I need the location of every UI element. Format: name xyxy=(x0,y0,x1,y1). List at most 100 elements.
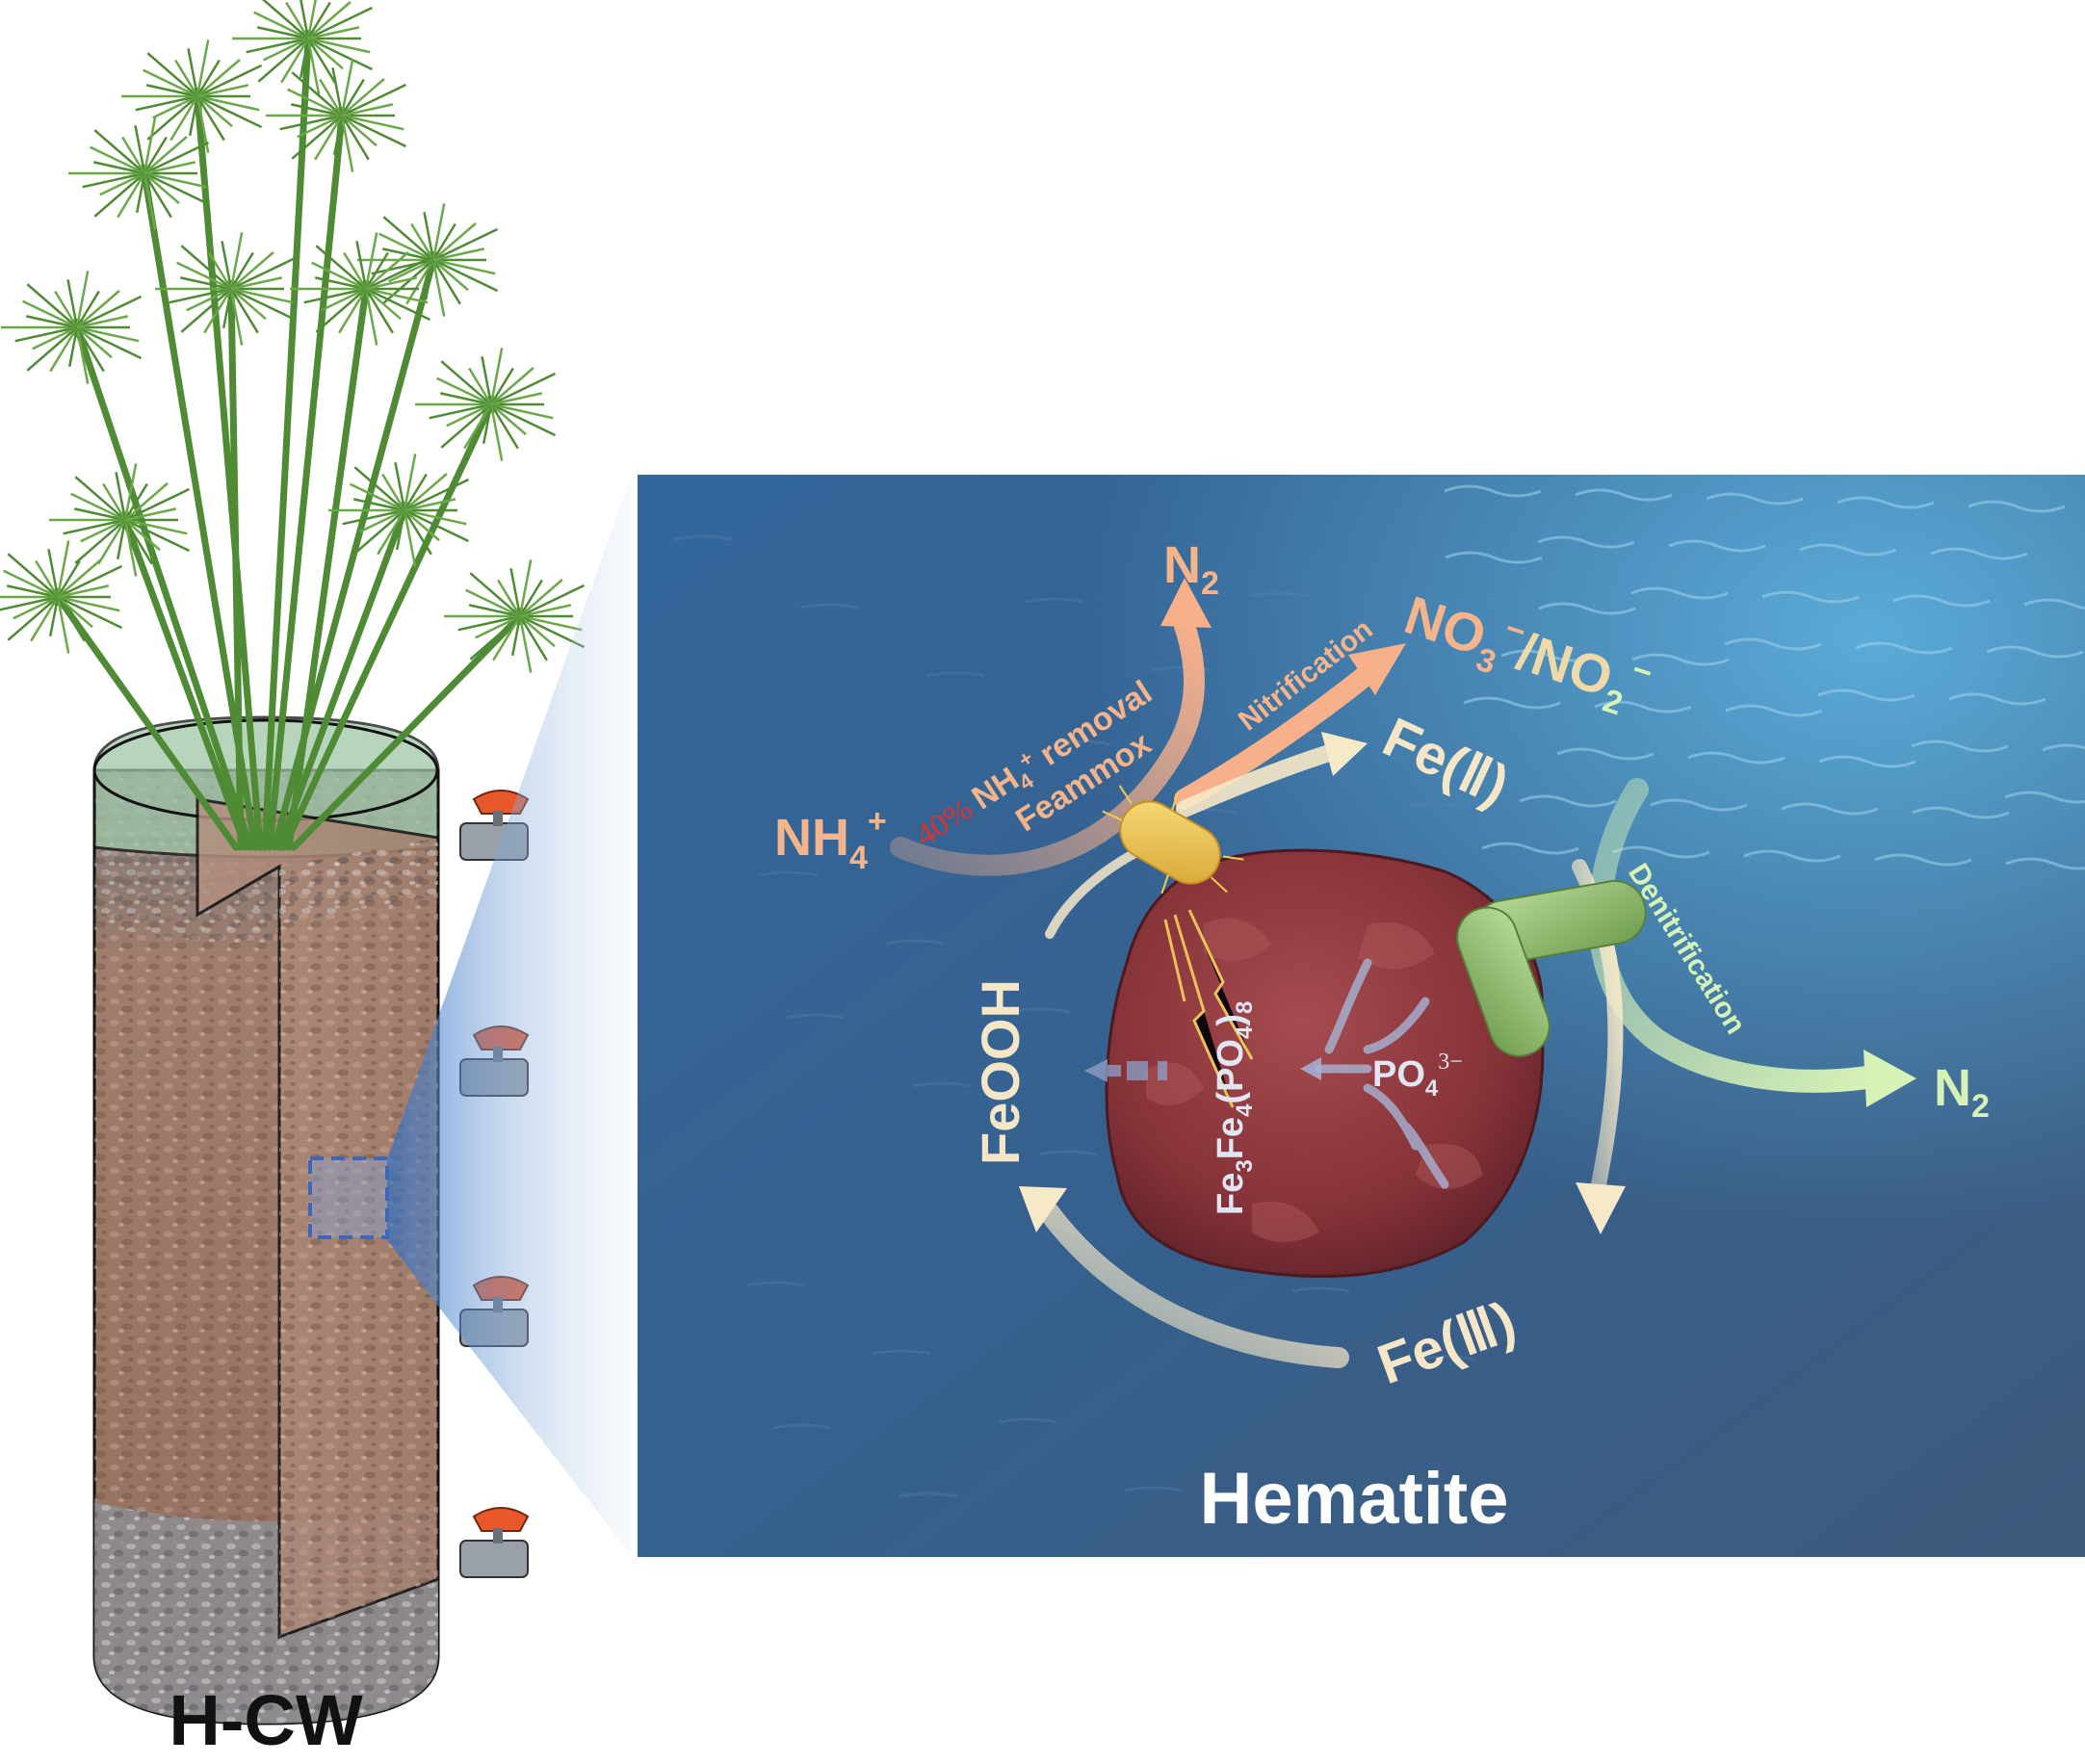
frond-leaf xyxy=(195,39,210,97)
frond-leaf xyxy=(143,141,210,175)
water-ripple xyxy=(1052,739,1111,746)
frond-leaf xyxy=(146,95,198,141)
frond-leaf xyxy=(57,584,110,599)
water-ripple xyxy=(1011,1007,1071,1014)
frond-leaf xyxy=(307,1,352,39)
frond-leaf xyxy=(26,326,78,372)
frond-leaf xyxy=(469,572,521,617)
frond-leaf xyxy=(180,288,232,333)
frond-leaf xyxy=(481,356,493,405)
frond-leaf xyxy=(195,95,225,142)
water-ripple xyxy=(1537,535,1635,549)
frond-leaf xyxy=(404,498,456,512)
frond-leaf xyxy=(187,48,199,97)
frond-leaf xyxy=(432,222,477,261)
frond-leaf xyxy=(57,564,123,599)
frond-leaf xyxy=(47,549,60,598)
frond-leaf xyxy=(475,614,521,639)
frond-leaf xyxy=(403,473,428,511)
frond-leaf xyxy=(489,403,504,461)
frond-leaf xyxy=(365,256,431,291)
frond-leaf xyxy=(356,288,368,329)
frond-leaf xyxy=(230,288,267,321)
frond-leaf xyxy=(180,245,232,290)
frond-leaf xyxy=(143,172,172,219)
frond-leaf xyxy=(196,94,260,112)
frond-leaf xyxy=(285,1,310,39)
frond-leaf xyxy=(519,584,586,618)
water-ripple xyxy=(1855,641,1953,655)
frond-leaf xyxy=(196,64,263,98)
frond-leaf xyxy=(97,519,127,565)
water-ripple xyxy=(1874,853,1972,867)
frond-leaf xyxy=(124,519,161,552)
frond-leaf xyxy=(340,78,365,117)
frond-leaf xyxy=(76,295,143,329)
water-ripple xyxy=(1403,802,1463,809)
frond-leaf xyxy=(280,38,310,84)
frond-leaf xyxy=(365,287,429,304)
frond-leaf xyxy=(229,232,244,290)
frond-leaf xyxy=(57,559,101,598)
frond-leaf xyxy=(519,614,583,632)
frond-leaf xyxy=(188,95,199,137)
frond-leaf xyxy=(203,288,233,334)
water-ripple xyxy=(1124,1486,1184,1492)
frond-leaf xyxy=(307,37,374,71)
frond-leaf xyxy=(230,287,294,304)
valve-4 xyxy=(459,1507,530,1578)
frond-leaf xyxy=(124,487,191,522)
frond-leaf xyxy=(404,508,470,543)
water-ripple xyxy=(1538,602,1636,615)
frond-leaf xyxy=(463,403,493,450)
frond-leaf xyxy=(123,519,138,577)
water-ripple xyxy=(1911,739,2009,753)
frond-leaf xyxy=(432,259,469,292)
water-ripple xyxy=(1631,653,1730,666)
frond-leaf xyxy=(355,241,368,290)
water-ripple xyxy=(2004,791,2085,804)
water-ripple xyxy=(1500,649,1599,662)
frond-leaf xyxy=(490,402,554,420)
frond-leaf xyxy=(338,288,368,334)
frond-leaf xyxy=(75,290,100,328)
frond-leaf xyxy=(146,52,198,97)
frond-leaf xyxy=(99,171,145,196)
wetland-column xyxy=(92,715,530,1725)
frond-leaf xyxy=(124,518,191,553)
frond-leaf xyxy=(518,615,533,673)
frond-leaf xyxy=(143,136,168,174)
frond-leaf xyxy=(423,212,435,261)
frond-leaf xyxy=(93,129,145,174)
water-ripple xyxy=(1038,1150,1098,1156)
frond-leaf xyxy=(378,232,434,262)
water-ripple xyxy=(745,1281,805,1287)
frond-leaf xyxy=(35,559,60,598)
frond-leaf xyxy=(229,251,254,290)
water-ripple xyxy=(772,1423,832,1430)
frond-leaf xyxy=(174,59,199,97)
water-ripple xyxy=(998,1417,1057,1424)
frond-leaf xyxy=(388,258,434,283)
water-ripple xyxy=(1892,594,1991,608)
frond-leaf xyxy=(365,276,418,291)
frond-leaf xyxy=(123,463,138,521)
frond-leaf xyxy=(152,94,198,119)
frond-leaf xyxy=(307,38,344,70)
frond-leaf xyxy=(169,95,199,142)
frond-leaf xyxy=(405,259,435,305)
frond-leaf xyxy=(186,287,232,312)
frond-leaf xyxy=(331,67,344,117)
frond-leaf xyxy=(76,325,140,343)
frond-leaf xyxy=(489,367,514,405)
frond-leaf xyxy=(489,348,504,405)
feooh-arrowhead xyxy=(1019,1186,1067,1232)
water-ripple xyxy=(1799,543,1897,557)
frond-leaf xyxy=(56,596,86,642)
denitrification-arrowhead xyxy=(1863,1050,1916,1107)
frond-leaf xyxy=(332,115,344,156)
zoom-beam xyxy=(387,477,631,1555)
frond-leaf xyxy=(343,251,368,290)
frond-leaf xyxy=(256,26,309,40)
feammox-arrowhead xyxy=(1160,578,1212,628)
